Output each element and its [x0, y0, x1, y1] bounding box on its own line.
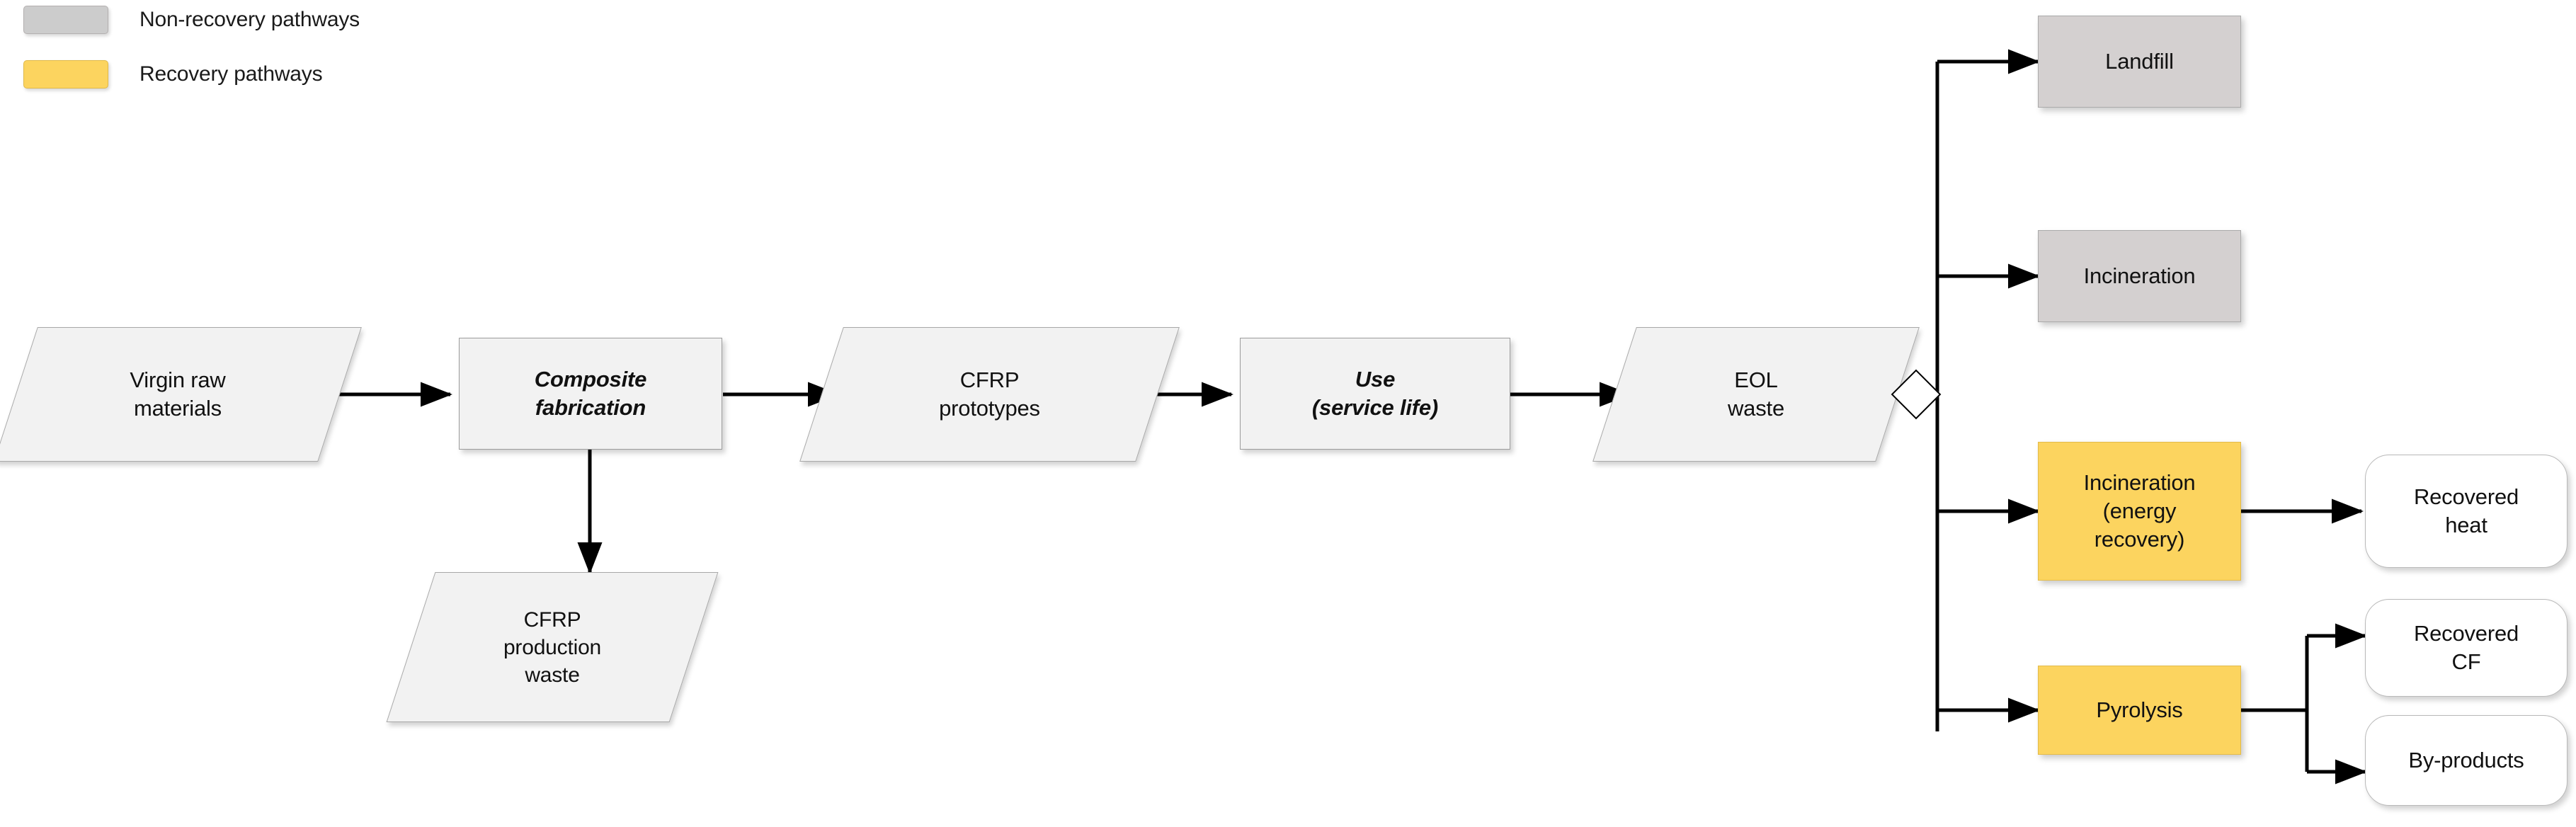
node-label-recovered-heat: Recovered heat	[2413, 484, 2519, 537]
legend-swatch-non-recovery	[23, 6, 108, 34]
node-virgin-raw-materials[interactable]: Virgin raw materials	[0, 327, 362, 462]
node-eol-waste[interactable]: EOL waste	[1592, 327, 1920, 462]
legend-label-recovery: Recovery pathways	[139, 62, 323, 86]
legend-item-recovery: Recovery pathways	[23, 60, 323, 89]
node-label-incineration: Incineration	[2083, 263, 2196, 288]
node-label-composite-fabrication: Composite fabrication	[534, 366, 647, 420]
node-recovered-cf[interactable]: Recovered CF	[2365, 599, 2568, 697]
legend-swatch-recovery	[23, 60, 108, 89]
node-cfrp-production-waste[interactable]: CFRP production waste	[386, 572, 719, 722]
node-use-service-life[interactable]: Use (service life)	[1240, 338, 1510, 450]
node-label-eol-waste: EOL waste	[1728, 367, 1784, 421]
node-label-by-products: By-products	[2408, 747, 2524, 772]
node-incineration-energy-recovery[interactable]: Incineration (energy recovery)	[2038, 442, 2241, 581]
node-label-recovered-cf: Recovered CF	[2413, 620, 2519, 674]
node-composite-fabrication[interactable]: Composite fabrication	[459, 338, 722, 450]
node-label-cfrp-production-waste: CFRP production waste	[503, 608, 602, 687]
node-label-cfrp-prototypes: CFRP prototypes	[939, 367, 1040, 421]
node-label-landfill: Landfill	[2105, 48, 2174, 74]
node-by-products[interactable]: By-products	[2365, 715, 2568, 806]
node-label-pyrolysis: Pyrolysis	[2096, 697, 2183, 722]
node-label-use-service-life: Use (service life)	[1311, 366, 1439, 420]
node-pyrolysis[interactable]: Pyrolysis	[2038, 666, 2241, 755]
node-incineration[interactable]: Incineration	[2038, 230, 2241, 322]
legend-item-non-recovery: Non-recovery pathways	[23, 6, 360, 34]
legend-label-non-recovery: Non-recovery pathways	[139, 8, 360, 31]
node-recovered-heat[interactable]: Recovered heat	[2365, 455, 2568, 568]
node-landfill[interactable]: Landfill	[2038, 16, 2241, 108]
node-label-virgin-raw-materials: Virgin raw materials	[130, 367, 226, 421]
node-cfrp-prototypes[interactable]: CFRP prototypes	[799, 327, 1180, 462]
node-label-incineration-energy-recovery: Incineration (energy recovery)	[2083, 469, 2196, 552]
